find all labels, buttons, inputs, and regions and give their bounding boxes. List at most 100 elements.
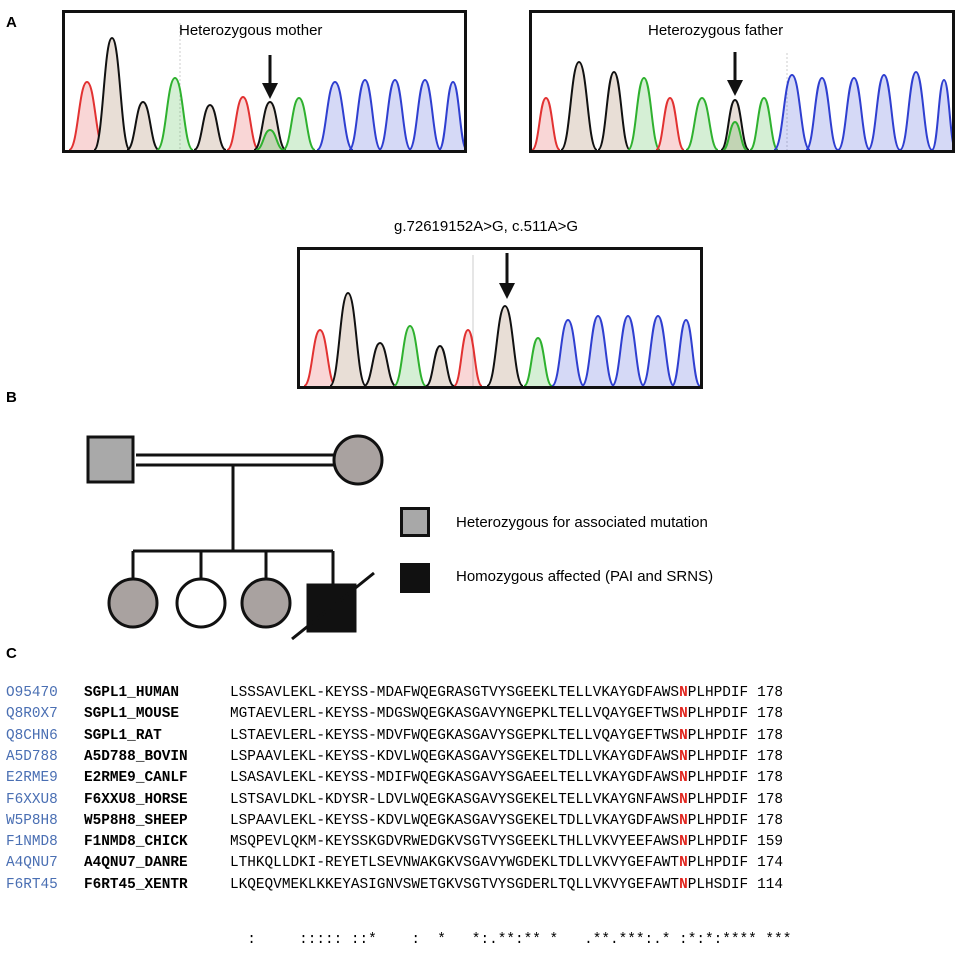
conservation-line: : ::::: ::* : * *:.**:** * .**.***:.* :*… <box>230 932 792 948</box>
trace-peak <box>560 60 598 150</box>
gene-name: SGPL1_MOUSE <box>84 706 179 723</box>
conserved-residue: N <box>679 727 688 744</box>
daughter-carrier-2 <box>240 577 292 629</box>
trace-peak <box>722 120 748 150</box>
accession-id: Q8R0X7 <box>6 706 58 723</box>
accession-id: F1NMD8 <box>6 834 58 851</box>
conserved-residue: N <box>679 685 688 701</box>
trace-peak <box>282 96 316 150</box>
sequence-segment: LKQEQVMEKLKKEYASIGNVSWETGKVSGTVYSGDERLTQ… <box>230 876 680 893</box>
gene-name: F6RT45_XENTR <box>84 876 188 893</box>
trace-peak <box>532 96 561 150</box>
conserved-residue: N <box>679 748 688 765</box>
trace-peak <box>551 318 585 386</box>
gene-name: E2RME9_CANLF <box>84 770 188 787</box>
trace-peak <box>597 70 631 150</box>
accession-id: O95470 <box>6 685 58 701</box>
sequence-segment: PLHPDIF <box>687 855 749 872</box>
alignment-row: E2RME9 E2RME9_CANLF LSASAVLEKL-KEYSS-MDIFW… <box>6 768 783 789</box>
conserved-residue: N <box>679 770 688 787</box>
trace-proband <box>303 255 700 386</box>
sequence-segment: PLHPDIF <box>687 791 749 808</box>
residue-position: 114 <box>757 876 784 893</box>
caption-mother: Heterozygous mother <box>179 22 323 39</box>
sequence-segment: PLHPDIF <box>687 770 749 787</box>
sequence-segment: PLHSDIF <box>687 876 749 893</box>
trace-peak <box>671 318 700 386</box>
arrow-icon <box>262 55 278 99</box>
conserved-residue: N <box>679 876 688 893</box>
trace-peak <box>348 78 382 150</box>
arrow-icon <box>727 52 743 96</box>
gene-name: A5D788_BOVIN <box>84 748 188 765</box>
trace-peak <box>316 80 354 150</box>
residue-position: 178 <box>757 748 784 765</box>
conserved-residue: N <box>679 706 688 723</box>
trace-father <box>532 53 952 150</box>
trace-mother <box>68 23 464 150</box>
trace-peak <box>378 78 412 150</box>
mother-circle <box>332 434 384 486</box>
sequence-segment: LSTAEVLERL-KEYSS-MDVFWQEGKASGAVYSGEPKLTE… <box>230 727 680 744</box>
chromatogram-mother <box>62 10 467 153</box>
gene-name: SGPL1_HUMAN <box>84 685 179 701</box>
accession-id: F6XXU8 <box>6 791 58 808</box>
sequence-segment: PLHPDIF <box>687 685 749 701</box>
conserved-residue: N <box>679 834 688 851</box>
residue-position: 159 <box>757 834 784 851</box>
sequence-segment: PLHPDIF <box>687 748 749 765</box>
legend-homozygous-label: Homozygous affected (PAI and SRNS) <box>456 568 714 585</box>
residue-position: 178 <box>757 706 784 723</box>
accession-id: E2RME9 <box>6 770 58 787</box>
daughter-carrier-1 <box>107 577 159 629</box>
trace-peak <box>523 336 553 386</box>
trace-peak <box>749 96 779 150</box>
trace-peak <box>438 80 464 150</box>
gene-name: SGPL1_RAT <box>84 727 162 744</box>
residue-position: 174 <box>757 855 784 872</box>
sequence-segment: LSPAAVLEKL-KEYSS-KDVLWQEGKASGAVYSGEKELTD… <box>230 748 680 765</box>
trace-peak <box>193 103 227 150</box>
sequence-segment: PLHPDIF <box>687 727 749 744</box>
sequence-segment: PLHPDIF <box>687 834 749 851</box>
legend-heterozygous-label: Heterozygous for associated mutation <box>456 514 708 531</box>
gene-name: F6XXU8_HORSE <box>84 791 188 808</box>
trace-peak <box>641 314 675 386</box>
residue-position: 178 <box>757 727 784 744</box>
trace-peak <box>773 73 811 150</box>
trace-peak <box>899 70 933 150</box>
trace-peak <box>805 76 839 150</box>
trace-peak <box>425 344 455 386</box>
residue-position: 178 <box>757 812 784 829</box>
trace-peak <box>627 76 661 150</box>
pedigree <box>86 434 384 641</box>
legend-homozygous-box <box>400 563 430 593</box>
sequence-segment: LTHKQLLDKI-REYETLSEVNWAKGKVSGAVYWGDEKLTD… <box>230 855 680 872</box>
trace-peak <box>453 328 483 386</box>
sequence-segment: PLHPDIF <box>687 812 749 829</box>
trace-peak <box>156 76 194 150</box>
residue-position: 178 <box>757 685 784 701</box>
sequence-segment: LSASAVLEKL-KEYSS-MDIFWQEGKASGAVYSGAEELTE… <box>230 770 680 787</box>
trace-peak <box>867 73 901 150</box>
trace-peak <box>126 100 160 150</box>
trace-peak <box>255 128 285 150</box>
trace-peak <box>363 341 397 386</box>
sequence-segment: PLHPDIF <box>687 706 749 723</box>
father-square <box>86 435 135 484</box>
trace-peak <box>303 328 337 386</box>
trace-peak <box>931 78 952 150</box>
trace-peak <box>837 76 871 150</box>
conserved-residue: N <box>679 855 688 872</box>
panel-label-c: C <box>6 645 17 662</box>
chromatogram-proband <box>297 247 703 389</box>
trace-peak <box>685 96 719 150</box>
